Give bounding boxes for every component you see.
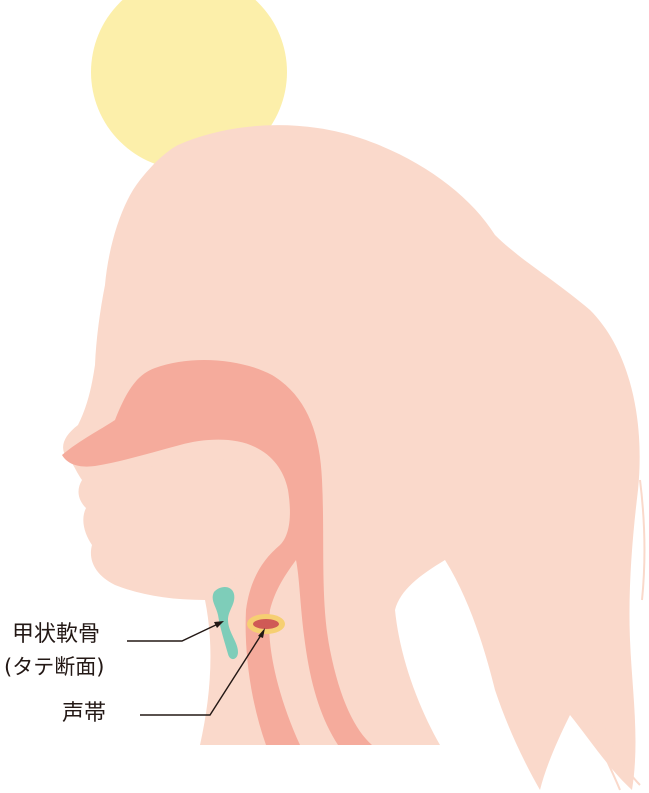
head-silhouette <box>63 125 640 790</box>
thyroid-cartilage-sublabel: (タテ断面) <box>4 655 104 679</box>
thyroid-cartilage-label: 甲状軟骨 <box>12 622 100 647</box>
vocal-cords-label: 声帯 <box>62 701 106 726</box>
vocal-cord-inner <box>253 619 279 629</box>
thyroid-leader-line <box>127 623 220 641</box>
